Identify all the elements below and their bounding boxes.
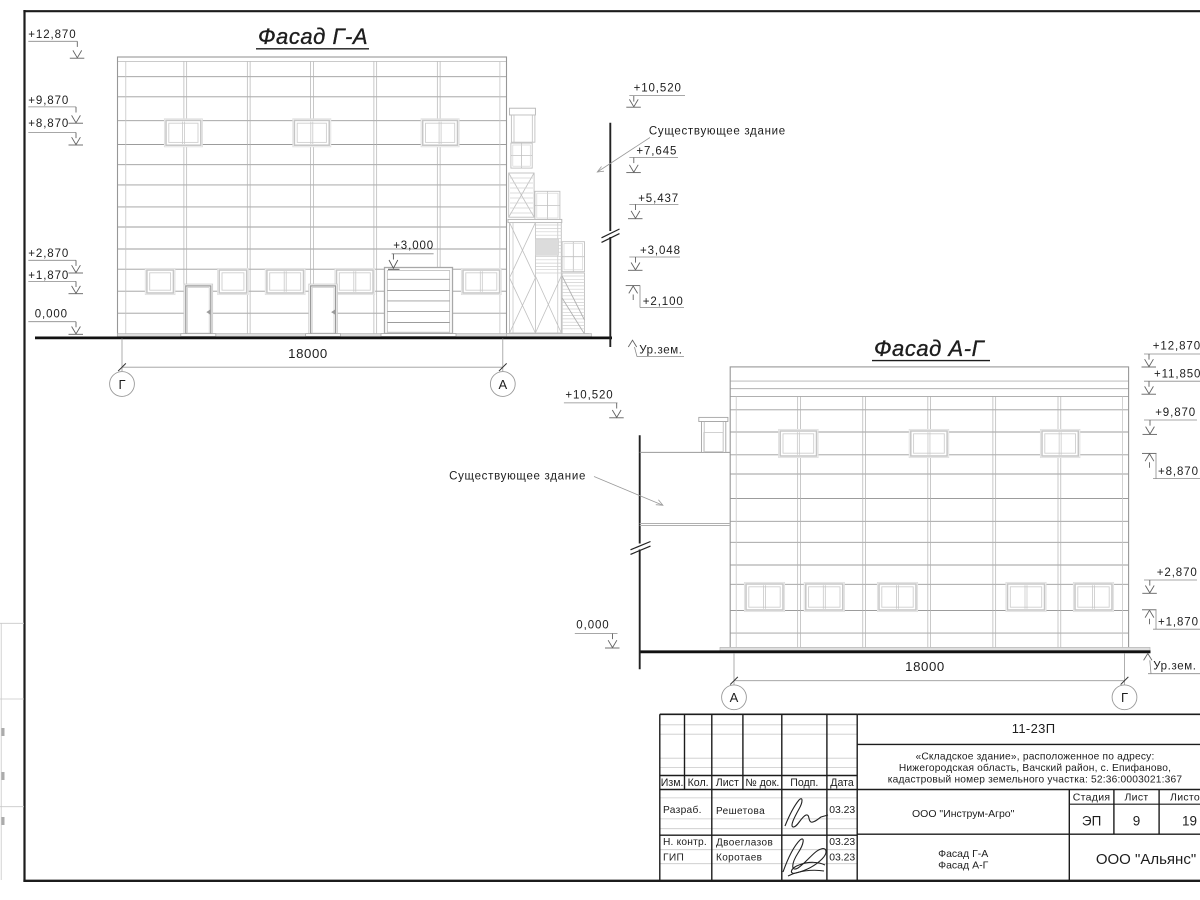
- svg-text:+8,870: +8,870: [28, 118, 69, 130]
- svg-text:+2,100: +2,100: [643, 296, 684, 308]
- svg-text:+5,437: +5,437: [638, 193, 679, 205]
- svg-text:Фасад Г-А: Фасад Г-А: [938, 848, 988, 860]
- svg-text:Изм.: Изм.: [661, 777, 684, 789]
- svg-text:Нижегородская область, Вачский: Нижегородская область, Вачский район, с.…: [899, 762, 1171, 774]
- svg-text:Лист: Лист: [1124, 792, 1148, 804]
- svg-text:19: 19: [1182, 814, 1197, 829]
- svg-text:+7,645: +7,645: [636, 146, 677, 158]
- svg-text:+8,870: +8,870: [1158, 466, 1199, 478]
- svg-text:+2,870: +2,870: [28, 248, 69, 260]
- svg-text:Ур.зем.: Ур.зем.: [1153, 660, 1196, 672]
- svg-text:+11,850: +11,850: [1154, 369, 1200, 381]
- svg-text:ООО "Альянс": ООО "Альянс": [1096, 851, 1196, 868]
- svg-text:+1,870: +1,870: [28, 270, 69, 282]
- svg-text:А: А: [730, 690, 739, 705]
- svg-text:+12,870: +12,870: [28, 29, 76, 41]
- svg-text:Стадия: Стадия: [1073, 792, 1111, 804]
- svg-text:Решетова: Решетова: [716, 806, 765, 817]
- svg-text:Г: Г: [118, 377, 125, 392]
- svg-text:+3,000: +3,000: [393, 240, 434, 252]
- svg-text:03.23: 03.23: [829, 805, 855, 816]
- svg-text:№ док.: № док.: [745, 777, 779, 789]
- svg-text:ГИП: ГИП: [663, 852, 684, 863]
- svg-text:А: А: [498, 377, 507, 392]
- svg-text:+10,520: +10,520: [634, 83, 682, 95]
- svg-text:+9,870: +9,870: [28, 95, 69, 107]
- svg-text:9: 9: [1133, 814, 1141, 829]
- svg-text:Существующее здание: Существующее здание: [649, 125, 786, 137]
- svg-text:18000: 18000: [905, 659, 945, 674]
- svg-text:кадастровый номер земельного у: кадастровый номер земельного участка: 52…: [888, 775, 1183, 786]
- svg-text:Коротаев: Коротаев: [716, 853, 762, 864]
- svg-text:Кол.: Кол.: [688, 777, 709, 789]
- svg-text:Г: Г: [1121, 690, 1128, 705]
- svg-text:Ур.зем.: Ур.зем.: [639, 344, 682, 356]
- svg-text:11-23П: 11-23П: [1012, 721, 1056, 736]
- svg-text:+2,870: +2,870: [1157, 567, 1198, 579]
- svg-text:Фасад Г-А: Фасад Г-А: [258, 24, 368, 49]
- svg-text:Разраб.: Разраб.: [663, 804, 702, 816]
- svg-text:Двоеглазов: Двоеглазов: [716, 838, 773, 849]
- svg-text:Лист: Лист: [716, 777, 739, 789]
- svg-text:+1,870: +1,870: [1158, 617, 1199, 629]
- svg-text:ЭП: ЭП: [1082, 814, 1101, 829]
- svg-text:ООО "Инструм-Агро": ООО "Инструм-Агро": [912, 808, 1015, 820]
- svg-text:Фасад А-Г: Фасад А-Г: [938, 860, 988, 872]
- svg-text:+10,520: +10,520: [565, 389, 613, 401]
- svg-text:+12,870: +12,870: [1153, 341, 1200, 353]
- svg-text:Подп.: Подп.: [790, 777, 818, 789]
- svg-text:+9,870: +9,870: [1155, 407, 1196, 419]
- svg-text:Дата: Дата: [830, 777, 854, 789]
- svg-text:Фасад А-Г: Фасад А-Г: [874, 336, 986, 361]
- svg-text:18000: 18000: [288, 346, 328, 361]
- svg-text:Н. контр.: Н. контр.: [663, 837, 707, 848]
- svg-text:+3,048: +3,048: [640, 245, 681, 257]
- svg-text:0,000: 0,000: [35, 309, 68, 321]
- svg-text:03.23: 03.23: [829, 852, 855, 863]
- svg-text:«Складское здание», расположен: «Складское здание», расположенное по адр…: [915, 752, 1154, 763]
- svg-text:03.23: 03.23: [829, 837, 855, 848]
- svg-text:0,000: 0,000: [576, 620, 609, 632]
- svg-text:Листов: Листов: [1170, 792, 1200, 804]
- svg-text:Существующее здание: Существующее здание: [449, 470, 586, 482]
